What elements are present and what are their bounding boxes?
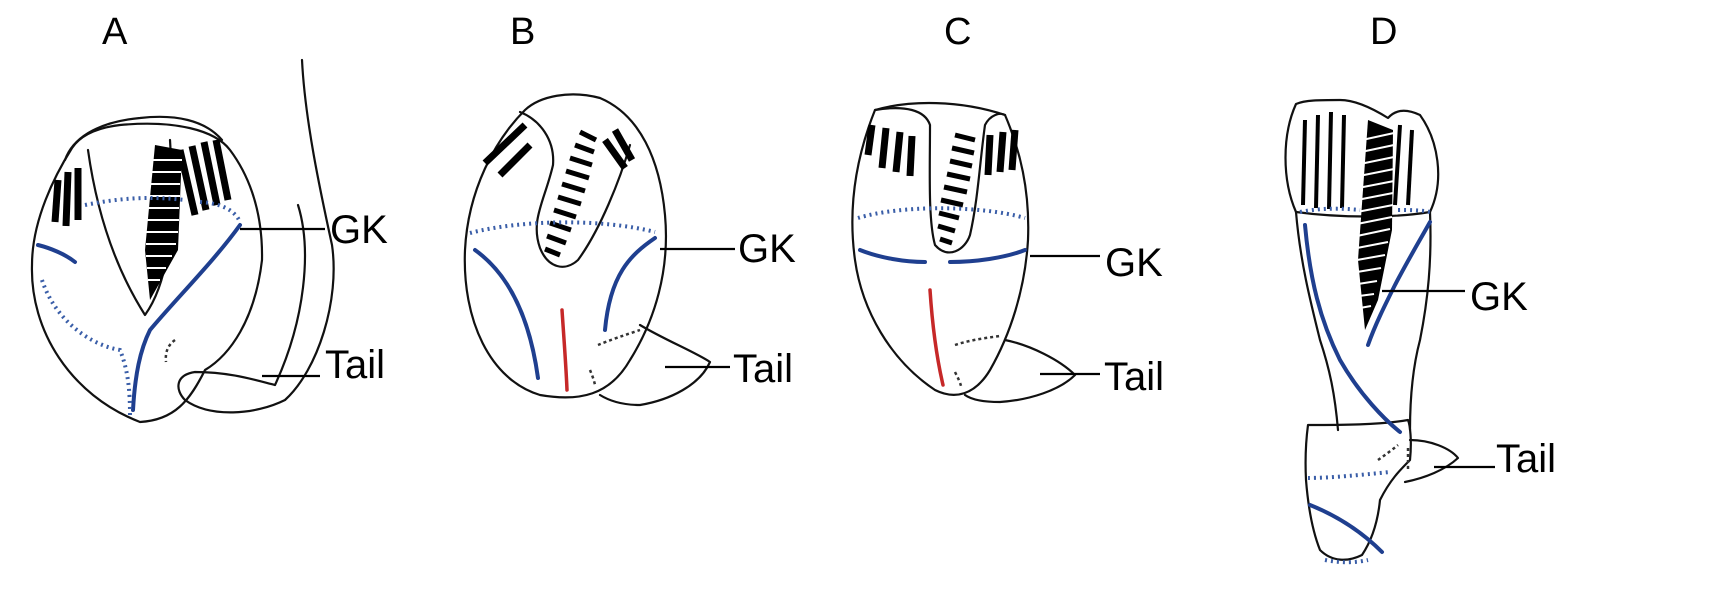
gk-label-c: GK [1105,241,1163,285]
left-ridges-b [482,122,533,178]
slit-c [873,107,1007,254]
body-outline-a [30,122,264,424]
gk-band-solid-a [36,243,77,264]
small-dash-d [1377,444,1399,462]
gk-lower-diag-d [1308,503,1384,554]
small-dash-c2 [953,371,963,387]
rim-a [63,115,224,162]
small-dash-a [164,338,176,363]
gk-band-dotted-a-right [199,200,242,223]
gk-band-dotted-c [857,206,1026,220]
striped-wedge-c [937,132,976,246]
right-ridges-a [176,139,232,216]
upper-cone-d [1284,98,1440,218]
tail-outline-d [1403,438,1460,484]
striped-wedge-a [145,145,182,300]
tail-label-c: Tail [1104,355,1164,399]
tail-label-b: Tail [733,347,793,391]
gk-dotted-left-a [40,279,132,416]
gk-band-dotted-b [469,220,656,235]
tail-label-a: Tail [325,343,385,387]
gk-curve-a [131,223,242,412]
panel-label-a: A [102,11,128,53]
gk-label-b: GK [738,227,796,271]
tail-label-d: Tail [1496,437,1556,481]
panel-d: D [1284,11,1556,565]
tail-outline-b [598,323,712,407]
tail-outline-c [963,338,1077,404]
panel-c: C [851,11,1164,404]
right-ridges-d [1393,124,1414,206]
body-outline-d [1294,210,1432,432]
slit-b [518,110,632,268]
gk-left-d [1303,223,1402,434]
panel-label-d: D [1370,11,1397,53]
right-ridges-c [984,129,1019,176]
panel-label-c: C [944,11,971,53]
gk-left-b [473,248,540,380]
right-ridges-b [602,128,636,171]
lower-segment-d [1304,418,1412,561]
panel-b: B [463,11,796,407]
small-dash-b [597,328,641,347]
left-ridges-a [51,168,82,227]
midline-red-c [928,288,945,387]
small-dash-b2 [588,369,597,386]
panel-a: A [30,11,388,424]
gk-right-d [1366,220,1432,347]
tail-outline-a [177,58,335,414]
gk-band-dotted-d [1299,206,1361,214]
left-ridges-d [1301,111,1346,210]
gk-label-a: GK [330,208,388,252]
gk-dotted-lower-d [1307,470,1391,480]
gk-left-c [858,248,927,264]
gk-right-b [603,236,657,332]
midline-red-b [560,308,569,392]
left-ridges-c [864,124,916,177]
panel-label-b: B [510,11,535,53]
striped-wedge-d [1356,120,1395,330]
body-outline-b [463,93,668,399]
gk-right-c [948,248,1027,264]
small-dash-c [954,334,1001,347]
gk-label-d: GK [1470,275,1528,319]
